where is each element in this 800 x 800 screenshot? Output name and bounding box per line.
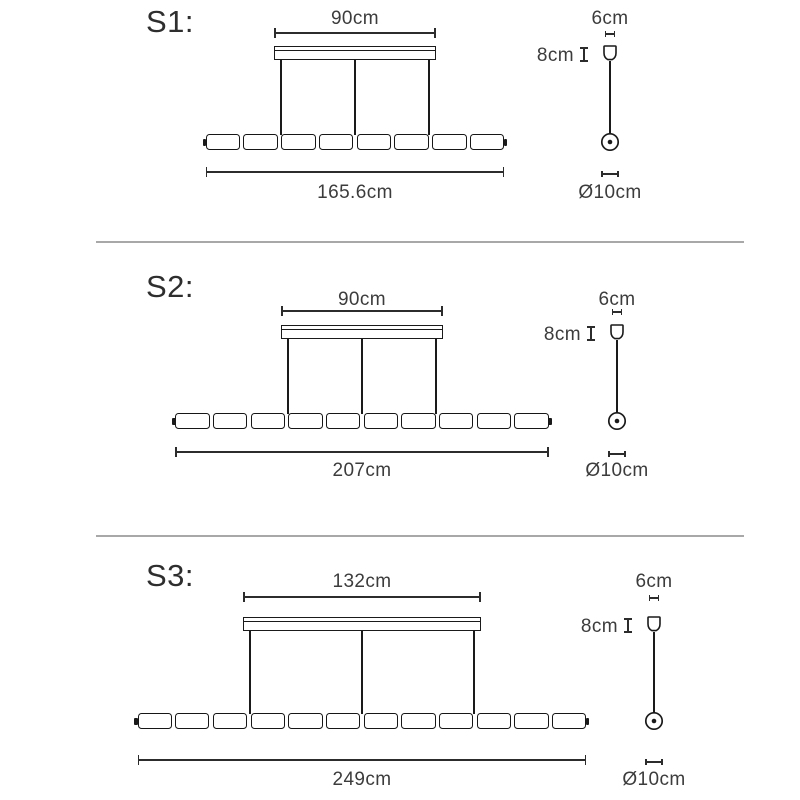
suspension-cable [473, 630, 475, 714]
lamp-bar-segment [288, 413, 323, 429]
size-label: S3: [146, 558, 195, 593]
lamp-bar-segment [212, 713, 248, 729]
bar-end-connector [172, 417, 176, 425]
side-width-dim-label: 6cm [591, 8, 629, 29]
side-width-dim-line [611, 309, 623, 314]
lamp-bar-segment [175, 713, 210, 729]
lamp-bar-segment [326, 413, 361, 429]
lamp-bar-segment [363, 413, 398, 429]
side-height-dim-line [580, 47, 587, 62]
canopy-front-view [243, 617, 481, 631]
lamp-bar-segment [325, 713, 361, 729]
lamp-bar-front-view [202, 134, 508, 150]
side-height-dim-label: 8cm [536, 45, 574, 66]
size-label: S1: [146, 4, 195, 39]
canopy-width-dim-line [243, 592, 481, 601]
side-view-drawing [607, 324, 627, 431]
lamp-bar-segment [439, 713, 474, 729]
bar-length-dim-line [137, 755, 587, 764]
lamp-bar-segment [514, 713, 549, 729]
canopy-width-dim-label: 90cm [337, 289, 387, 310]
diameter-dim-line [607, 451, 627, 456]
suspension-cable [361, 630, 363, 714]
bar-length-dim-line [205, 167, 505, 176]
canopy-width-dim-label: 132cm [332, 571, 392, 592]
lamp-bar-segment [250, 713, 285, 729]
lamp-bar-segment [439, 413, 474, 429]
side-width-dim-line [604, 31, 616, 36]
diameter-dim-label: Ø10cm [622, 769, 686, 790]
canopy-front-view [273, 46, 437, 60]
lamp-bar-segment [243, 134, 278, 150]
lamp-bar-segment [552, 713, 587, 729]
lamp-bar-front-view [172, 413, 552, 429]
suspension-cable [428, 59, 430, 135]
row-divider-1 [96, 241, 744, 243]
lamp-bar-segment [250, 413, 285, 429]
lamp-bar-segment [432, 134, 467, 150]
diameter-dim-line [644, 759, 664, 764]
lamp-bar-segment [288, 713, 323, 729]
lamp-bar-segment [401, 413, 436, 429]
lamp-bar-segment [137, 713, 172, 729]
canopy-lip-line [281, 329, 443, 331]
size-label: S2: [146, 269, 195, 304]
canopy-width-dim-line [280, 306, 444, 315]
suspension-cable [249, 630, 251, 714]
side-height-dim-line [624, 618, 631, 633]
lamp-bar-segment [213, 413, 248, 429]
suspension-cable [435, 338, 437, 414]
canopy-width-dim-line [273, 28, 437, 37]
bar-end-connector [503, 138, 508, 146]
lamp-bar-segment [356, 134, 392, 150]
bar-length-dim-line [175, 447, 549, 456]
suspension-cable [361, 338, 363, 414]
side-width-dim-line [648, 595, 660, 600]
lamp-bar-segment [394, 134, 429, 150]
lamp-bar-segment [476, 413, 511, 429]
bar-length-dim-label: 249cm [332, 769, 392, 790]
suspension-cable [354, 59, 356, 135]
lamp-bar-segment [476, 713, 512, 729]
canopy-lip-line [274, 50, 436, 52]
side-width-dim-label: 6cm [598, 289, 636, 310]
lamp-bar-segment [363, 713, 398, 729]
lamp-bar-segment [469, 134, 505, 150]
lamp-bar-segment [205, 134, 241, 150]
diameter-dim-line [600, 171, 620, 176]
side-height-dim-line [587, 326, 594, 341]
bar-end-connector [202, 138, 206, 146]
side-width-dim-label: 6cm [635, 571, 673, 592]
diameter-dim-label: Ø10cm [578, 182, 642, 203]
lamp-bar-segment [514, 413, 549, 429]
bar-length-dim-label: 165.6cm [317, 182, 393, 203]
canopy-width-dim-label: 90cm [330, 8, 380, 29]
canopy-front-view [280, 325, 444, 339]
side-view-drawing [600, 45, 620, 152]
bar-end-connector [134, 717, 138, 725]
suspension-cable [280, 59, 282, 135]
lamp-bar-segment [401, 713, 436, 729]
bar-end-connector [586, 717, 590, 725]
bar-end-connector [548, 417, 552, 425]
side-view-drawing [644, 616, 664, 731]
lamp-bar-segment [318, 134, 354, 150]
side-height-dim-label: 8cm [580, 616, 618, 637]
lamp-bar-segment [175, 413, 210, 429]
bar-length-dim-label: 207cm [332, 460, 392, 481]
row-divider-2 [96, 535, 744, 537]
suspension-cable [287, 338, 289, 414]
canopy-lip-line [244, 621, 480, 623]
lamp-bar-segment [281, 134, 316, 150]
side-height-dim-label: 8cm [543, 324, 581, 345]
lamp-bar-front-view [134, 713, 590, 729]
diameter-dim-label: Ø10cm [585, 460, 649, 481]
